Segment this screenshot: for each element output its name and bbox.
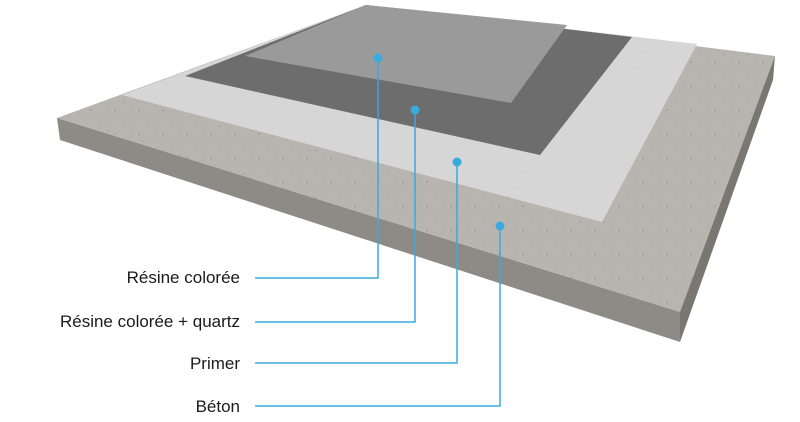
leader-line-colored-resin bbox=[255, 58, 379, 279]
colored-resin-layer bbox=[245, 5, 567, 103]
leader-lines bbox=[255, 58, 501, 407]
concrete-slab-right-edge bbox=[680, 56, 775, 342]
label-concrete: Béton bbox=[195, 397, 240, 416]
leader-dot-primer bbox=[452, 157, 462, 167]
leader-line-quartz-resin bbox=[255, 110, 416, 323]
leader-dot-concrete bbox=[495, 221, 505, 231]
label-quartz-resin: Résine colorée + quartz bbox=[59, 312, 240, 331]
leader-line-concrete bbox=[255, 226, 501, 407]
concrete-slab-front-edge bbox=[57, 118, 680, 342]
leader-dots bbox=[373, 53, 505, 231]
label-primer: Primer bbox=[189, 354, 240, 373]
leader-line-primer bbox=[255, 162, 458, 364]
label-colored-resin: Résine colorée bbox=[126, 268, 240, 287]
leader-dot-colored-resin bbox=[373, 53, 383, 63]
leader-dot-quartz-resin bbox=[410, 105, 420, 115]
